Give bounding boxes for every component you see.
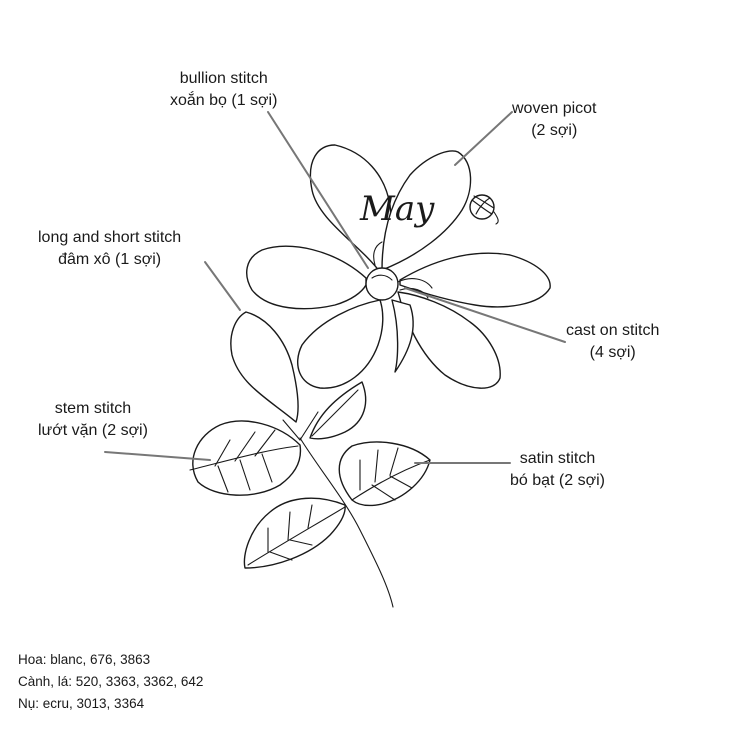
label-bullion-local: xoắn bọ (1 sợi): [170, 92, 278, 109]
legend-flower: Hoa: blanc, 676, 3863: [18, 652, 151, 667]
label-satin-stitch: satin stitch bó bạt (2 sợi): [510, 448, 605, 492]
label-bullion-stitch: bullion stitch xoắn bọ (1 sợi): [170, 68, 277, 112]
petal-top-right: [381, 150, 472, 271]
leaf-left: [192, 420, 302, 496]
yarn-ball-icon: [469, 194, 499, 225]
label-long-and-short-stitch: long and short stitch đâm xô (1 sợi): [38, 227, 181, 271]
label-satin-local: bó bạt (2 sợi): [510, 472, 605, 489]
label-satin-name: satin stitch: [519, 450, 596, 467]
leader-stem: [104, 451, 211, 461]
petal-bottom: [297, 299, 384, 389]
label-cast-on-stitch: cast on stitch (4 sợi): [566, 320, 659, 364]
leader-cast-on: [404, 287, 566, 343]
label-stem-local: lướt vặn (2 sợi): [38, 422, 148, 439]
petal-left: [246, 245, 367, 310]
flower-center: [365, 267, 399, 301]
petal-bottom-right: [397, 291, 501, 389]
petal-bottom-inner: [391, 299, 414, 373]
leader-woven: [454, 111, 513, 166]
leader-long-short: [204, 261, 241, 311]
stem: [282, 411, 394, 608]
label-stem-stitch: stem stitch lướt vặn (2 sợi): [38, 398, 148, 442]
logo-text: May: [359, 189, 435, 229]
label-long-short-name: long and short stitch: [38, 229, 182, 246]
label-bullion-name: bullion stitch: [179, 70, 268, 87]
label-woven-name: woven picot: [512, 100, 597, 117]
leaf-right: [338, 441, 431, 507]
label-woven-local: (2 sợi): [531, 122, 578, 139]
thread-color-legend: Hoa: blanc, 676, 3863 Cành, lá: 520, 336…: [18, 649, 203, 715]
label-long-short-local: đâm xô (1 sợi): [58, 251, 162, 268]
bud-leaf: [230, 311, 299, 423]
leader-bullion: [267, 111, 369, 269]
label-cast-on-name: cast on stitch: [566, 322, 660, 339]
flower-petals: [246, 144, 551, 389]
label-cast-on-local: (4 sợi): [589, 344, 636, 361]
leaves: [189, 311, 431, 569]
logo: May: [359, 189, 499, 229]
label-woven-picot: woven picot (2 sợi): [512, 98, 597, 142]
leader-lines: [104, 111, 566, 464]
leaf-bottom: [243, 497, 346, 569]
petal-right: [399, 252, 551, 308]
legend-branch-leaf: Cành, lá: 520, 3363, 3362, 642: [18, 674, 204, 689]
label-stem-name: stem stitch: [54, 400, 132, 417]
legend-bud: Nụ: ecru, 3013, 3364: [18, 696, 145, 711]
